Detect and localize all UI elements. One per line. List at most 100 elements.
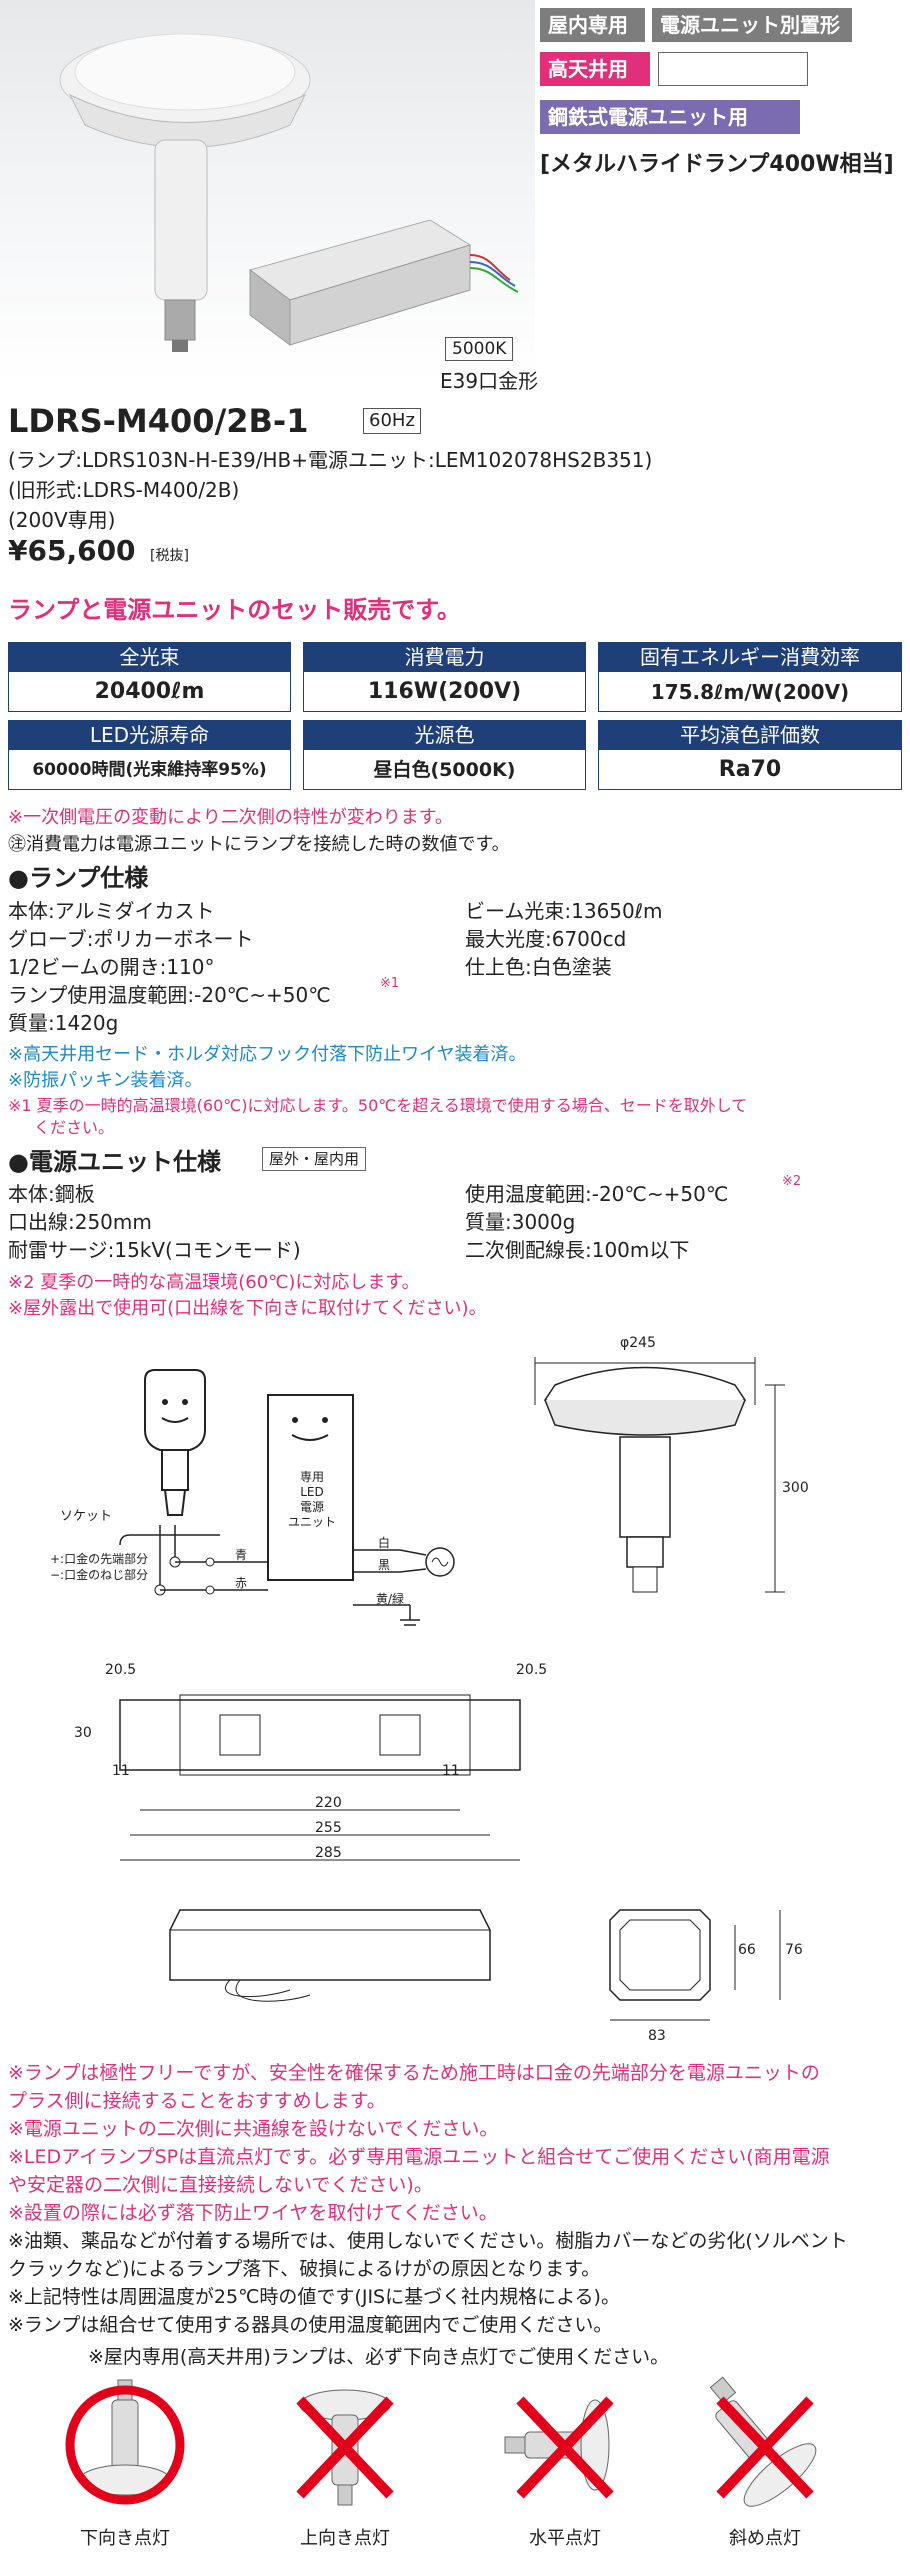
psu-wiring-length: 二次側配線長:100m以下 (465, 1238, 690, 1262)
lamp-note-wire: ※高天井用セード・ホルダ対応フック付落下防止ワイヤ装着済。 (8, 1044, 527, 1065)
lamp-body: 本体:アルミダイカスト (8, 899, 215, 923)
dim-83: 83 (648, 2028, 666, 2044)
psu-note-outdoor: ※屋外露出で使用可(口出線を下向きに取付けてください)。 (8, 1298, 487, 1319)
spec-label-power: 消費電力 (303, 642, 586, 672)
psu-outdoor-badge: 屋外・屋内用 (262, 1147, 367, 1171)
product-photo-drawing (59, 33, 519, 352)
color-temp-badge: 5000K (445, 337, 514, 361)
lamp-max-intensity: 最大光度:6700cd (465, 927, 627, 951)
note-fixture-temp: ※ランプは組合せて使用する器具の使用温度範囲内でご使用ください。 (8, 2314, 613, 2336)
orientation-up-label: 上向き点灯 (300, 2528, 390, 2549)
spec-value-life: 60000時間(光束維持率95%) (8, 750, 291, 790)
note-oil-cont: クラックなど)によるランプ落下、破損によるけがの原因となります。 (8, 2258, 601, 2280)
orientation-tilt-label: 斜め点灯 (729, 2528, 801, 2549)
orientation-horizontal-label: 水平点灯 (529, 2528, 601, 2549)
psu-spec-heading: ●電源ユニット仕様 (8, 1148, 221, 1176)
spec-value-color: 昼白色(5000K) (303, 750, 586, 790)
spec-label-efficiency: 固有エネルギー消費効率 (598, 642, 902, 672)
orientation-horizontal-icon (504, 2396, 614, 2499)
dim-76: 76 (785, 1942, 803, 1958)
lamp-globe: グローブ:ポリカーボネート (8, 927, 254, 951)
lamp-note-heat-cont: ください。 (34, 1118, 115, 1137)
psu-temp-range: 使用温度範囲:-20℃~+50℃ (465, 1182, 729, 1206)
dim-66: 66 (738, 1942, 756, 1958)
lamp-beam-angle: 1/2ビームの開き:110° (8, 955, 215, 979)
psu-surge: 耐雷サージ:15kV(コモンモード) (8, 1238, 301, 1262)
note-voltage: ※一次側電圧の変動により二次側の特性が変わります。 (8, 807, 453, 828)
dim-285: 285 (315, 1845, 342, 1861)
wiring-diagram (119, 1369, 455, 1626)
model-name: LDRS-M400/2B-1 (8, 402, 309, 440)
lamp-finish: 仕上色:白色塗装 (465, 955, 612, 979)
psu-side-view-drawing (169, 1909, 491, 2002)
socket-label: ソケット (60, 1509, 113, 1524)
spec-label-flux: 全光束 (8, 642, 291, 672)
spec-label-color: 光源色 (303, 720, 586, 750)
note-fall-wire: ※設置の際には必ず落下防止ワイヤを取付けてください。 (8, 2202, 498, 2224)
spec-label-cri: 平均演色評価数 (598, 720, 902, 750)
lamp-dimension-drawing (534, 1357, 785, 1593)
note-dc-cont: や安定器の二次側に直接接続しないでください)。 (8, 2174, 433, 2196)
psu-box-line-1: 専用 (299, 1470, 324, 1484)
lamp-temp-range: ランプ使用温度範囲:-20℃~+50℃ (8, 983, 331, 1007)
wire-blue-label: 青 (235, 1548, 248, 1562)
psu-box-label: 専用 LED 電源 ユニット (272, 1470, 352, 1530)
orientation-down-icon (65, 2379, 185, 2505)
psu-end-view-drawing (609, 1909, 781, 2021)
note-polarity-cont: プラス側に接続することをおすすめします。 (8, 2090, 386, 2112)
high-ceiling-tag: 高天井用 (540, 52, 650, 86)
dim-11-left: 11 (112, 1763, 130, 1779)
dim-diameter: φ245 (620, 1335, 656, 1351)
wire-white-label: 白 (378, 1536, 391, 1550)
freq-badge: 60Hz (363, 408, 421, 434)
tax-label: [税抜] (150, 548, 189, 564)
note-dc: ※LEDアイランプSPは直流点灯です。必ず専用電源ユニットと組合せてご使用くださ… (8, 2146, 830, 2168)
wire-yg-label: 黄/緑 (376, 1592, 405, 1606)
note-polarity: ※ランプは極性フリーですが、安全性を確保するため施工時は口金の先端部分を電源ユニ… (8, 2062, 820, 2084)
spec-value-flux: 20400ℓm (8, 672, 291, 712)
separate-unit-tag: 電源ユニット別置形 (652, 8, 852, 42)
spec-value-efficiency: 175.8ℓm/W(200V) (598, 672, 902, 712)
psu-temp-sup: ※2 (782, 1174, 802, 1189)
psu-note-heat: ※2 夏季の一時的な高温環境(60℃)に対応します。 (8, 1272, 420, 1293)
psu-box-line-2: LED (300, 1485, 324, 1499)
price: ¥65,600 (8, 534, 136, 567)
psu-body: 本体:鋼板 (8, 1182, 95, 1206)
lamp-note-heat: ※1 夏季の一時的高温環境(60℃)に対応します。50℃を超える環境で使用する場… (8, 1096, 748, 1115)
plus-terminal-label: +:口金の先端部分 (50, 1552, 149, 1566)
note-temperature: ※上記特性は周囲温度が25℃時の値です(JISに基づく社内規格による)。 (8, 2286, 620, 2308)
dim-height: 300 (782, 1480, 809, 1496)
dim-right-offset: 20.5 (516, 1662, 548, 1678)
lamp-mass: 質量:1420g (8, 1011, 119, 1035)
dim-left-offset: 20.5 (105, 1662, 137, 1678)
psu-lead: 口出線:250mm (8, 1210, 152, 1234)
lamp-note-packing: ※防振パッキン装着済。 (8, 1070, 203, 1091)
base-label: E39口金形 (440, 369, 539, 393)
empty-box (658, 52, 808, 86)
orientation-note: ※屋内専用(高天井用)ランプは、必ず下向き点灯でご使用ください。 (88, 2346, 670, 2368)
indoor-tag: 屋内専用 (540, 8, 645, 42)
voltage-line: (200V専用) (8, 508, 116, 532)
spec-value-cri: Ra70 (598, 750, 902, 790)
equivalent-label: [メタルハライドランプ400W相当] (540, 152, 894, 177)
dim-255: 255 (315, 1820, 342, 1836)
orientation-up-icon (296, 2389, 394, 2506)
dim-220: 220 (315, 1795, 342, 1811)
psu-top-view-drawing (119, 1694, 521, 1861)
old-model-line: (旧形式:LDRS-M400/2B) (8, 478, 240, 502)
dim-11-right: 11 (442, 1763, 460, 1779)
minus-terminal-label: −:口金のねじ部分 (50, 1568, 149, 1582)
orientation-tilt-icon (709, 2376, 817, 2507)
note-oil: ※油類、薬品などが付着する場所では、使用しないでください。樹脂カバーなどの劣化(… (8, 2230, 848, 2252)
lamp-beam-flux: ビーム光束:13650ℓm (465, 899, 663, 923)
dim-30: 30 (74, 1725, 92, 1741)
note-common-line: ※電源ユニットの二次側に共通線を設けないでください。 (8, 2118, 499, 2140)
spec-label-life: LED光源寿命 (8, 720, 291, 750)
product-photo (0, 0, 535, 385)
component-line: (ランプ:LDRS103N-H-E39/HB+電源ユニット:LEM102078H… (8, 448, 653, 472)
psu-box-line-4: ユニット (287, 1515, 336, 1529)
psu-box-line-3: 電源 (299, 1500, 324, 1514)
lamp-temp-sup: ※1 (380, 976, 400, 991)
steel-psu-tag: 鋼鉄式電源ユニット用 (540, 100, 800, 134)
note-power: ㊟消費電力は電源ユニットにランプを接続した時の数値です。 (8, 834, 510, 855)
